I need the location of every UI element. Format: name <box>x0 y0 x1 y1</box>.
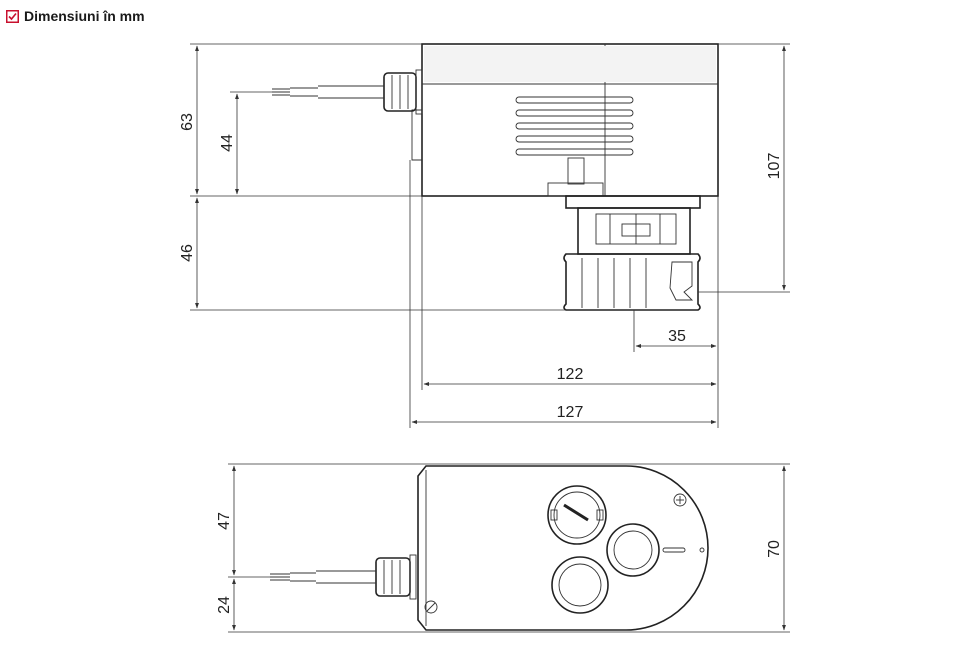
title-text: Dimensiuni în mm <box>24 8 145 24</box>
screw-icon <box>424 600 438 614</box>
side-view-actuator <box>272 43 719 311</box>
dim-label-47: 47 <box>216 512 233 530</box>
round-window-top <box>606 523 660 577</box>
dim-label-63: 63 <box>179 113 196 131</box>
dim-label-127: 127 <box>557 404 584 421</box>
dim-label-107: 107 <box>766 153 783 180</box>
drawing-title: Dimensiuni în mm <box>6 6 145 26</box>
top-view-dimensions: 47 24 70 <box>216 463 790 633</box>
crosshair-icon <box>673 493 687 507</box>
side-cable <box>272 69 423 115</box>
dim-label-46: 46 <box>179 244 196 262</box>
dim-label-44: 44 <box>219 134 236 152</box>
vent-slots <box>515 96 634 156</box>
round-window-bottom <box>551 556 609 614</box>
dim-label-24: 24 <box>216 596 233 614</box>
side-view-dimensions: 63 44 46 107 35 122 127 <box>179 43 790 428</box>
top-view-actuator <box>270 465 709 631</box>
dim-label-122: 122 <box>557 366 584 383</box>
dim-label-35: 35 <box>668 328 686 345</box>
top-cable <box>270 554 417 600</box>
checkbox-check-icon <box>6 9 19 23</box>
setting-dial <box>547 485 607 545</box>
dim-label-70: 70 <box>766 540 783 558</box>
